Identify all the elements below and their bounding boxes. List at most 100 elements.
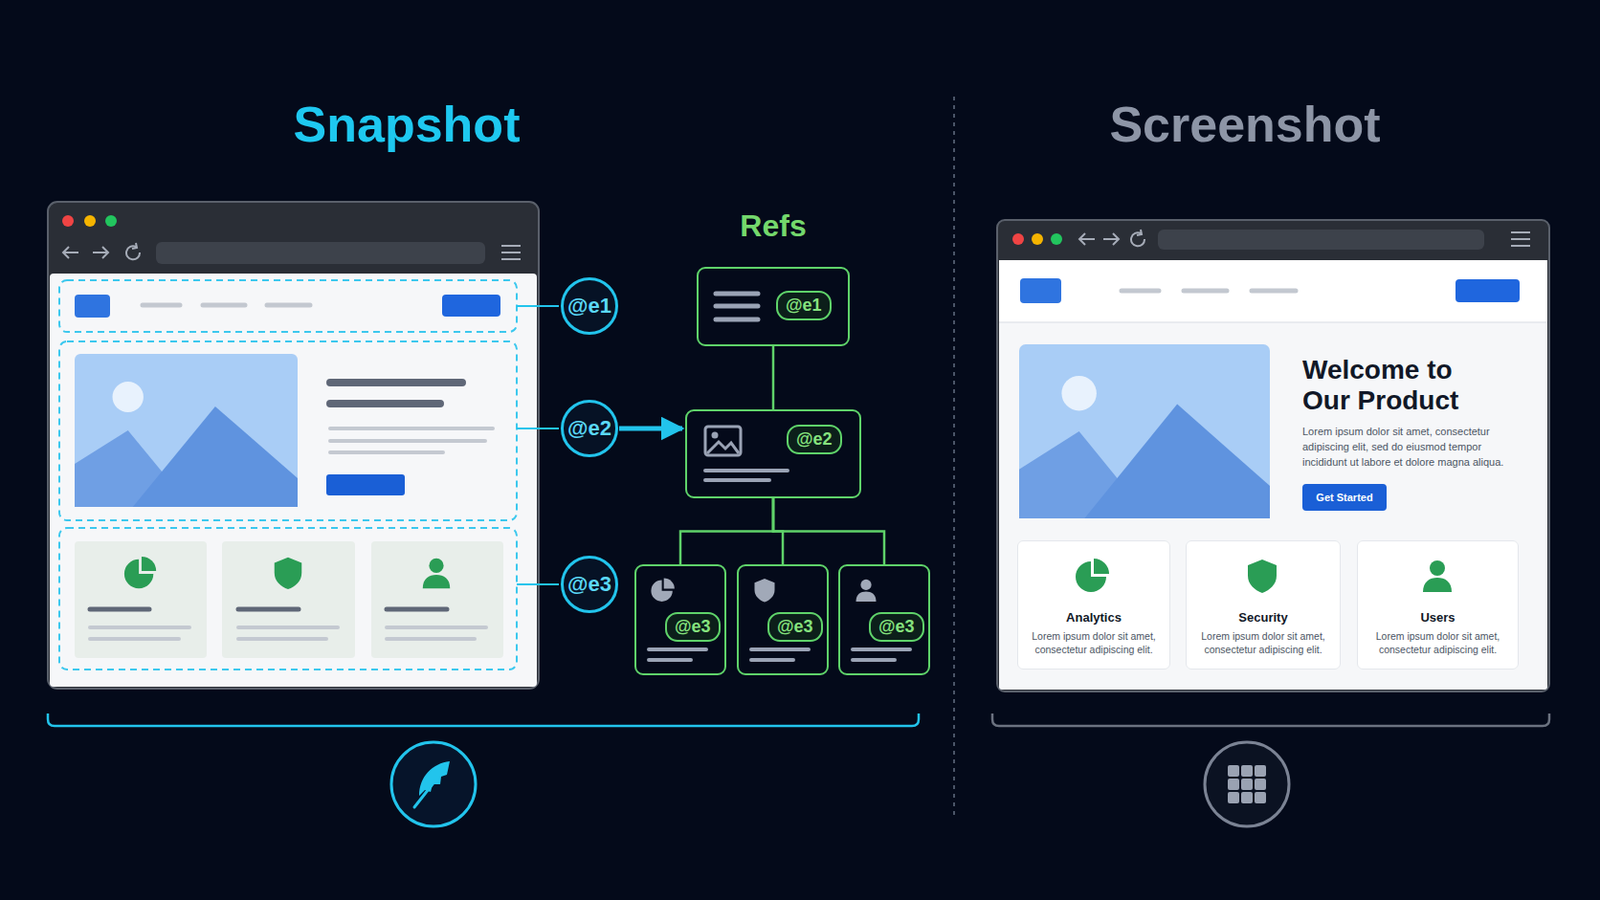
dashed-region-part [59,341,517,521]
wireframe-browser-part [442,294,501,317]
screenshot-browser-part [999,260,1548,323]
screenshot-browser-part [1157,229,1485,250]
ref-icon-part [856,579,877,602]
node-label: @e2 [567,416,612,442]
screenshot-browser-part [1247,559,1277,594]
wireframe-browser-part [330,382,463,404]
wireframe-browser [47,201,539,689]
node-body: Lorem ipsum dolor sit amet, consectetur … [1302,424,1525,471]
screenshot-browser-part [997,220,1550,692]
ref-node: @e1 [696,266,850,347]
screenshot-browser-part [999,260,1548,690]
tree-connector [772,346,776,410]
wireframe-browser-part [74,294,111,318]
screenshot-browser-part [1356,540,1519,670]
section-divider [954,96,956,817]
node-label: @e1 [776,290,832,321]
leader-line-part [516,427,559,430]
wireframe-browser-part [49,273,537,688]
ref-node: @e3 [838,564,931,676]
feature-card: UsersLorem ipsum dolor sit amet, consect… [1356,540,1519,670]
ref-icon-part [705,426,741,456]
grid-icon-part-part [1227,792,1240,804]
feature-card: AnalyticsLorem ipsum dolor sit amet, con… [1017,540,1171,670]
node-label: Welcome to Our Product [1302,355,1499,417]
node-body: Lorem ipsum dolor sit amet, consectetur … [1194,629,1333,657]
dashed-region-part [59,528,517,670]
screenshot-browser [997,220,1550,692]
ref-icon-part [707,442,739,454]
wireframe-browser-part [84,215,96,227]
ref-node: @e2 [685,409,862,499]
section-heading: Snapshot [293,95,521,154]
ref-arrow [619,426,683,432]
grid-icon-part-part [1254,765,1267,778]
screenshot-page: Welcome to Our ProductLorem ipsum dolor … [997,220,1550,692]
section-divider-part [953,96,956,817]
dashed-region [59,280,517,670]
ref-icon [648,293,911,661]
screenshot-browser-part [999,321,1548,324]
ref-callout: @e3 [560,555,619,614]
feather-icon-part [414,767,446,808]
grid-icon-part-part [1254,792,1267,804]
ref-callout: @e2 [560,400,619,458]
screenshot-browser-part [1455,279,1520,303]
grid-icon-part-part [1227,778,1240,791]
leader-line-part [516,583,559,586]
feature-card: SecurityLorem ipsum dolor sit amet, cons… [1185,540,1341,670]
screenshot-browser-part [1020,278,1062,304]
feather-icon [391,742,476,827]
wireframe-browser-part [74,354,298,508]
bracket [47,713,1550,727]
node-label: @e1 [567,293,612,319]
node-label: @e3 [767,612,823,643]
ref-node: @e3 [634,564,727,676]
node-label: Get Started [1315,491,1373,504]
grid-icon-part-part [1227,765,1240,778]
screenshot-browser-part [1031,233,1044,245]
node-label: @e3 [567,572,612,598]
bracket-part [47,713,919,727]
ref-icon-part [650,577,675,602]
wireframe-browser-part [142,303,311,309]
wireframe-browser-part [92,246,109,259]
screenshot-browser-part [1079,233,1095,245]
grid-icon-part-part [1241,765,1253,778]
ref-icon-part [648,649,911,661]
grid-icon-part-part [1241,792,1253,804]
wireframe-browser-part [330,428,493,453]
dashed-region-part [59,280,517,333]
wireframe-browser-part [89,607,447,613]
wireframe-browser-part [126,243,140,260]
feather-icon-part [391,742,476,827]
wireframe-browser-part [155,242,486,265]
grid-icon [1204,742,1289,827]
node-body: Lorem ipsum dolor sit amet, consectetur … [1025,629,1162,657]
screenshot-browser-part [1019,344,1270,519]
wireframe-browser-part [105,215,117,227]
node-label: Security [1238,610,1288,625]
section-heading: Refs [739,208,806,245]
screenshot-browser-part [1121,288,1296,294]
ref-icon-part [755,578,776,603]
tree-connector [680,498,774,565]
wireframe-browser-part [326,474,405,496]
grid-icon-part [1204,742,1289,827]
screenshot-browser-part [1103,233,1119,245]
ref-icon-part [715,293,758,320]
section-heading: Screenshot [1109,95,1380,154]
screenshot-browser-part [1511,232,1531,246]
grid-icon-part-part [1241,778,1253,791]
wireframe-browser-part [124,556,156,589]
node-label: @e3 [868,612,925,643]
grid-icon-part-part [1254,778,1267,791]
screenshot-browser-part [1017,540,1171,670]
wireframe-browser-part [501,245,521,260]
screenshot-browser-part [1131,229,1145,246]
wireframe-browser-part [62,215,74,227]
grid-icon-part [1227,765,1267,804]
ref-callout: @e1 [560,277,619,335]
